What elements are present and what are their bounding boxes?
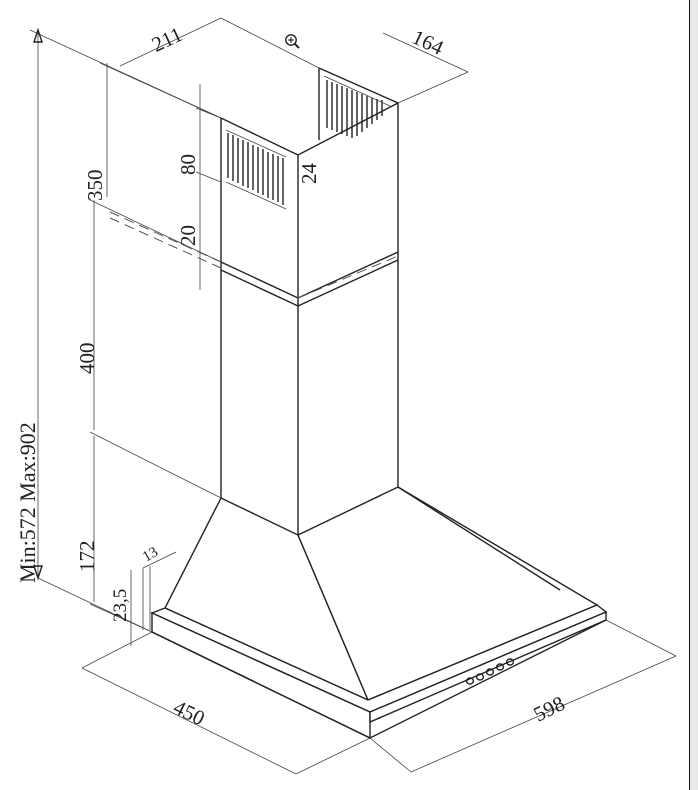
dim-total-height: Min:572 Max:902 — [15, 422, 40, 583]
button-1-icon — [465, 677, 475, 685]
zoom-in-icon[interactable] — [285, 34, 300, 49]
top-depth-dim-line — [382, 32, 469, 104]
dim-350: 350 — [83, 170, 107, 202]
dimension-lines — [29, 17, 677, 775]
lower-duct-dim-line — [89, 199, 222, 499]
bottom-depth-dim-line — [81, 631, 371, 775]
window-scroll-edge — [689, 0, 698, 790]
dim-172: 172 — [75, 541, 99, 573]
overlap-hidden-line — [109, 211, 222, 269]
rim-dim-line — [130, 551, 177, 646]
button-5-icon — [505, 658, 515, 666]
dim-20: 20 — [176, 225, 200, 246]
hood-outline — [109, 67, 608, 740]
dim-80: 80 — [176, 154, 200, 175]
bottom-width-dim-line — [369, 619, 677, 773]
vent-dim-line — [195, 84, 222, 290]
overlap-dashed-right — [297, 255, 399, 299]
upper-duct-rear-edge — [318, 67, 399, 252]
button-3-icon — [485, 668, 495, 676]
dim-450: 450 — [170, 695, 209, 730]
canopy-dim-line — [89, 436, 153, 633]
dim-400: 400 — [75, 343, 99, 375]
overlap-band — [220, 251, 399, 307]
canopy-back-edge — [397, 486, 561, 591]
dim-24: 24 — [297, 163, 321, 185]
top-width-dim-line — [119, 17, 320, 69]
button-2-icon — [475, 673, 485, 681]
dim-598: 598 — [530, 691, 569, 726]
rear-vents — [323, 75, 391, 138]
upper-duct-front — [220, 102, 399, 535]
upper-duct-dim-line — [99, 62, 222, 197]
dim-211: 211 — [148, 22, 186, 57]
control-buttons — [465, 658, 515, 685]
button-4-icon — [495, 663, 505, 671]
total-height-line — [29, 29, 222, 633]
dim-164: 164 — [409, 25, 448, 60]
dim-13: 13 — [140, 544, 161, 565]
front-vents — [225, 129, 287, 210]
dim-23-5: 23,5 — [110, 589, 131, 622]
